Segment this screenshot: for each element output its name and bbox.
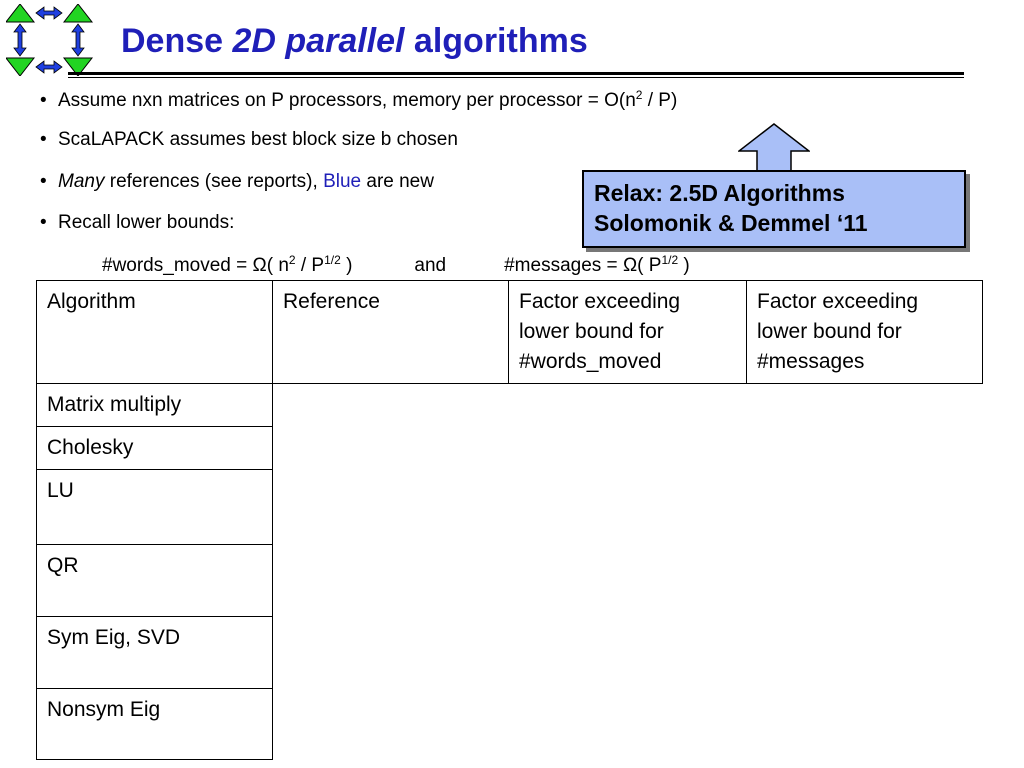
callout-line: Solomonik & Demmel ‘11	[594, 210, 868, 236]
table-cell-algorithm: Nonsym Eig	[36, 688, 273, 760]
table-row: Cholesky	[36, 426, 983, 470]
formula-text: #words_moved =	[102, 255, 253, 276]
table-row: Matrix multiply	[36, 383, 983, 427]
four-arrows-triangles-icon	[6, 4, 94, 76]
table-cell-empty	[747, 384, 983, 427]
formula-text: )	[340, 255, 353, 276]
relax-callout-box: Relax: 2.5D Algorithms Solomonik & Demme…	[582, 170, 966, 248]
title-part2: algorithms	[404, 22, 588, 60]
callout-line: Relax: 2.5D Algorithms	[594, 180, 845, 206]
superscript: 2	[635, 88, 643, 102]
formula-text: #messages =	[504, 255, 623, 276]
table-cell-empty	[509, 427, 747, 470]
superscript: 1/2	[324, 253, 341, 267]
bullet-text: Recall lower bounds:	[58, 212, 235, 233]
title-rule	[68, 72, 964, 75]
title-italic: 2D parallel	[232, 22, 405, 60]
table-header-cell: Reference	[272, 280, 509, 384]
table-cell-empty	[509, 545, 747, 617]
bullet-text: / P)	[642, 90, 678, 111]
table-header-cell: Factor exceeding lower bound for #words_…	[508, 280, 747, 384]
table-cell-algorithm: QR	[36, 544, 273, 617]
table-cell-empty	[273, 689, 509, 760]
table-cell-empty	[747, 470, 983, 545]
omega-symbol: Ω	[622, 255, 638, 276]
table-cell-empty	[747, 617, 983, 689]
lower-bound-formula: #words_moved = Ω( n2 / P1/2 )and#message…	[102, 253, 690, 277]
table-cell-algorithm: Sym Eig, SVD	[36, 616, 273, 689]
superscript: 2	[288, 253, 296, 267]
superscript: 1/2	[661, 253, 679, 267]
bullet-item: • Many references (see reports), Blue are…	[40, 171, 434, 193]
table-cell-empty	[273, 384, 509, 427]
table-row: LU	[36, 469, 983, 545]
algorithm-table: Algorithm Reference Factor exceeding low…	[36, 280, 983, 760]
table-cell-algorithm: LU	[36, 469, 273, 545]
bullet-marker: •	[40, 171, 47, 192]
bullet-item: • ScaLAPACK assumes best block size b cho…	[40, 129, 458, 151]
table-cell-empty	[273, 427, 509, 470]
bullet-text: Assume nxn matrices on P processors, mem…	[58, 90, 636, 111]
arrow-up-icon	[738, 123, 810, 173]
table-cell-algorithm: Matrix multiply	[36, 383, 273, 427]
table-header-cell: Algorithm	[36, 280, 273, 384]
table-cell-empty	[747, 427, 983, 470]
table-row: Sym Eig, SVD	[36, 616, 983, 689]
omega-symbol: Ω	[252, 255, 267, 276]
table-cell-empty	[273, 617, 509, 689]
formula-text: ( n	[266, 255, 289, 276]
bullet-marker: •	[40, 129, 47, 150]
table-row: Nonsym Eig	[36, 688, 983, 760]
page-title: Dense 2D parallel algorithms	[121, 22, 588, 61]
table-cell-empty	[273, 470, 509, 545]
table-cell-empty	[509, 689, 747, 760]
bullet-text: references (see reports),	[104, 171, 324, 192]
blue-text: Blue	[323, 171, 362, 192]
table-cell-algorithm: Cholesky	[36, 426, 273, 470]
bullet-text: ScaLAPACK assumes best block size b chos…	[58, 129, 458, 150]
table-cell-empty	[509, 617, 747, 689]
table-row: QR	[36, 544, 983, 617]
italic-text: Many	[58, 171, 105, 192]
table-cell-empty	[747, 689, 983, 760]
formula-text: / P	[295, 255, 325, 276]
bullet-item: • Assume nxn matrices on P processors, me…	[40, 88, 677, 112]
table-cell-empty	[747, 545, 983, 617]
table-cell-empty	[273, 545, 509, 617]
table-header-cell: Factor exceeding lower bound for #messag…	[746, 280, 983, 384]
formula-text: )	[678, 255, 690, 276]
bullet-marker: •	[40, 90, 47, 111]
bullet-item: • Recall lower bounds:	[40, 212, 234, 234]
bullet-text: are new	[361, 171, 434, 192]
bullet-marker: •	[40, 212, 47, 233]
table-cell-empty	[509, 470, 747, 545]
title-rule-thin	[68, 77, 964, 78]
formula-text: ( P	[637, 255, 662, 276]
title-part1: Dense	[121, 22, 233, 60]
table-header-row: Algorithm Reference Factor exceeding low…	[36, 280, 983, 384]
formula-and: and	[414, 255, 447, 276]
table-cell-empty	[509, 384, 747, 427]
